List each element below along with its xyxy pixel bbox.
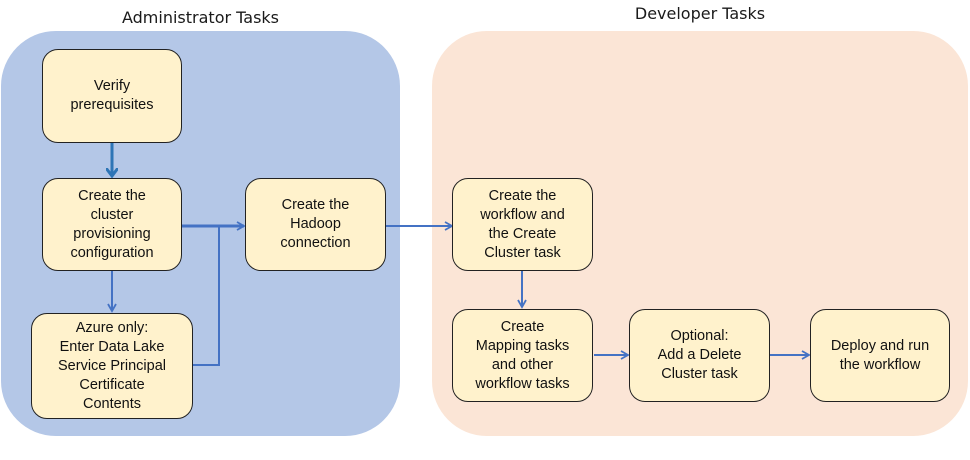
connector-azure-to-hadoop <box>193 226 220 366</box>
administrator-lane-title: Administrator Tasks <box>121 8 280 27</box>
step-create-workflow-and-create-cluster-task: Create the workflow and the Create Clust… <box>452 178 593 271</box>
step-verify-prerequisites: Verify prerequisites <box>42 49 182 143</box>
developer-lane-title: Developer Tasks <box>634 4 766 23</box>
step-deploy-and-run-workflow: Deploy and run the workflow <box>810 309 950 402</box>
step-optional-delete-cluster-task: Optional: Add a Delete Cluster task <box>629 309 770 402</box>
step-create-mapping-and-workflow-tasks: Create Mapping tasks and other workflow … <box>452 309 593 402</box>
step-create-cluster-provisioning-configuration: Create the cluster provisioning configur… <box>42 178 182 271</box>
step-create-hadoop-connection: Create the Hadoop connection <box>245 178 386 271</box>
step-azure-data-lake-certificate: Azure only: Enter Data Lake Service Prin… <box>31 313 193 419</box>
